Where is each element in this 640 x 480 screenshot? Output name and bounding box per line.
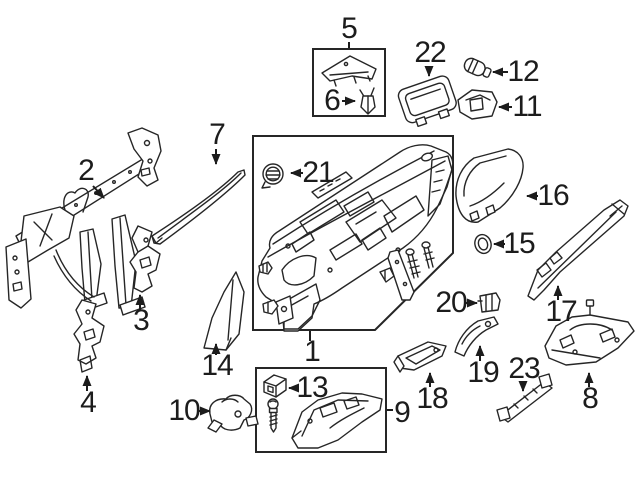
part-22-module xyxy=(397,75,457,128)
callout-16: 16 xyxy=(537,179,569,212)
part-21-grommet xyxy=(261,163,284,189)
callout-18: 18 xyxy=(416,382,448,415)
part-18-bracket xyxy=(393,341,447,373)
part-14-side-cover xyxy=(203,271,245,351)
callout-8: 8 xyxy=(582,382,599,415)
part-4-bracket xyxy=(73,299,105,373)
screw-fastener xyxy=(267,398,279,433)
callout-6: 6 xyxy=(324,84,341,117)
part-17-trim xyxy=(527,199,629,301)
callout-4: 4 xyxy=(80,386,97,419)
callout-2: 2 xyxy=(78,154,95,187)
part-6-clip xyxy=(359,87,376,115)
part-9-lower-panel xyxy=(291,392,383,449)
part-8-closeout-panel xyxy=(544,299,635,366)
callout-17: 17 xyxy=(545,295,577,328)
callout-19: 19 xyxy=(467,356,499,389)
callout-leaders xyxy=(82,42,594,416)
part-16-cluster-hood xyxy=(455,148,524,223)
callout-23: 23 xyxy=(508,352,540,385)
callout-20: 20 xyxy=(435,286,467,319)
callout-9: 9 xyxy=(394,396,411,429)
callout-13: 13 xyxy=(296,371,328,404)
callout-1: 1 xyxy=(304,335,321,368)
callout-7: 7 xyxy=(209,118,226,151)
part-11-housing xyxy=(457,89,498,120)
part-2-crossmember xyxy=(5,127,162,316)
callout-5: 5 xyxy=(341,12,358,45)
part-1-fasteners xyxy=(258,241,435,315)
part-10-housing xyxy=(207,394,259,433)
callout-3: 3 xyxy=(133,304,150,337)
callout-21: 21 xyxy=(302,156,334,189)
part-7-trim-strip xyxy=(151,169,246,245)
part-12-bulb xyxy=(463,57,492,78)
part-13-clip xyxy=(263,374,287,398)
callout-11: 11 xyxy=(512,90,542,123)
part-20-clip xyxy=(477,292,501,313)
part-1-instrument-panel xyxy=(257,144,454,332)
part-15-grommet xyxy=(474,233,492,255)
part-3-bracket xyxy=(129,225,161,293)
callout-12: 12 xyxy=(507,55,539,88)
part-5-cover xyxy=(321,55,377,87)
callout-15: 15 xyxy=(503,227,535,260)
grouping-box-cover xyxy=(312,48,386,117)
part-19-handle xyxy=(454,316,499,357)
grouping-box-lower-panel xyxy=(255,367,387,453)
part-23-rail xyxy=(496,373,553,423)
callout-22: 22 xyxy=(414,36,446,69)
callout-10: 10 xyxy=(168,394,200,427)
callout-14: 14 xyxy=(201,349,233,382)
